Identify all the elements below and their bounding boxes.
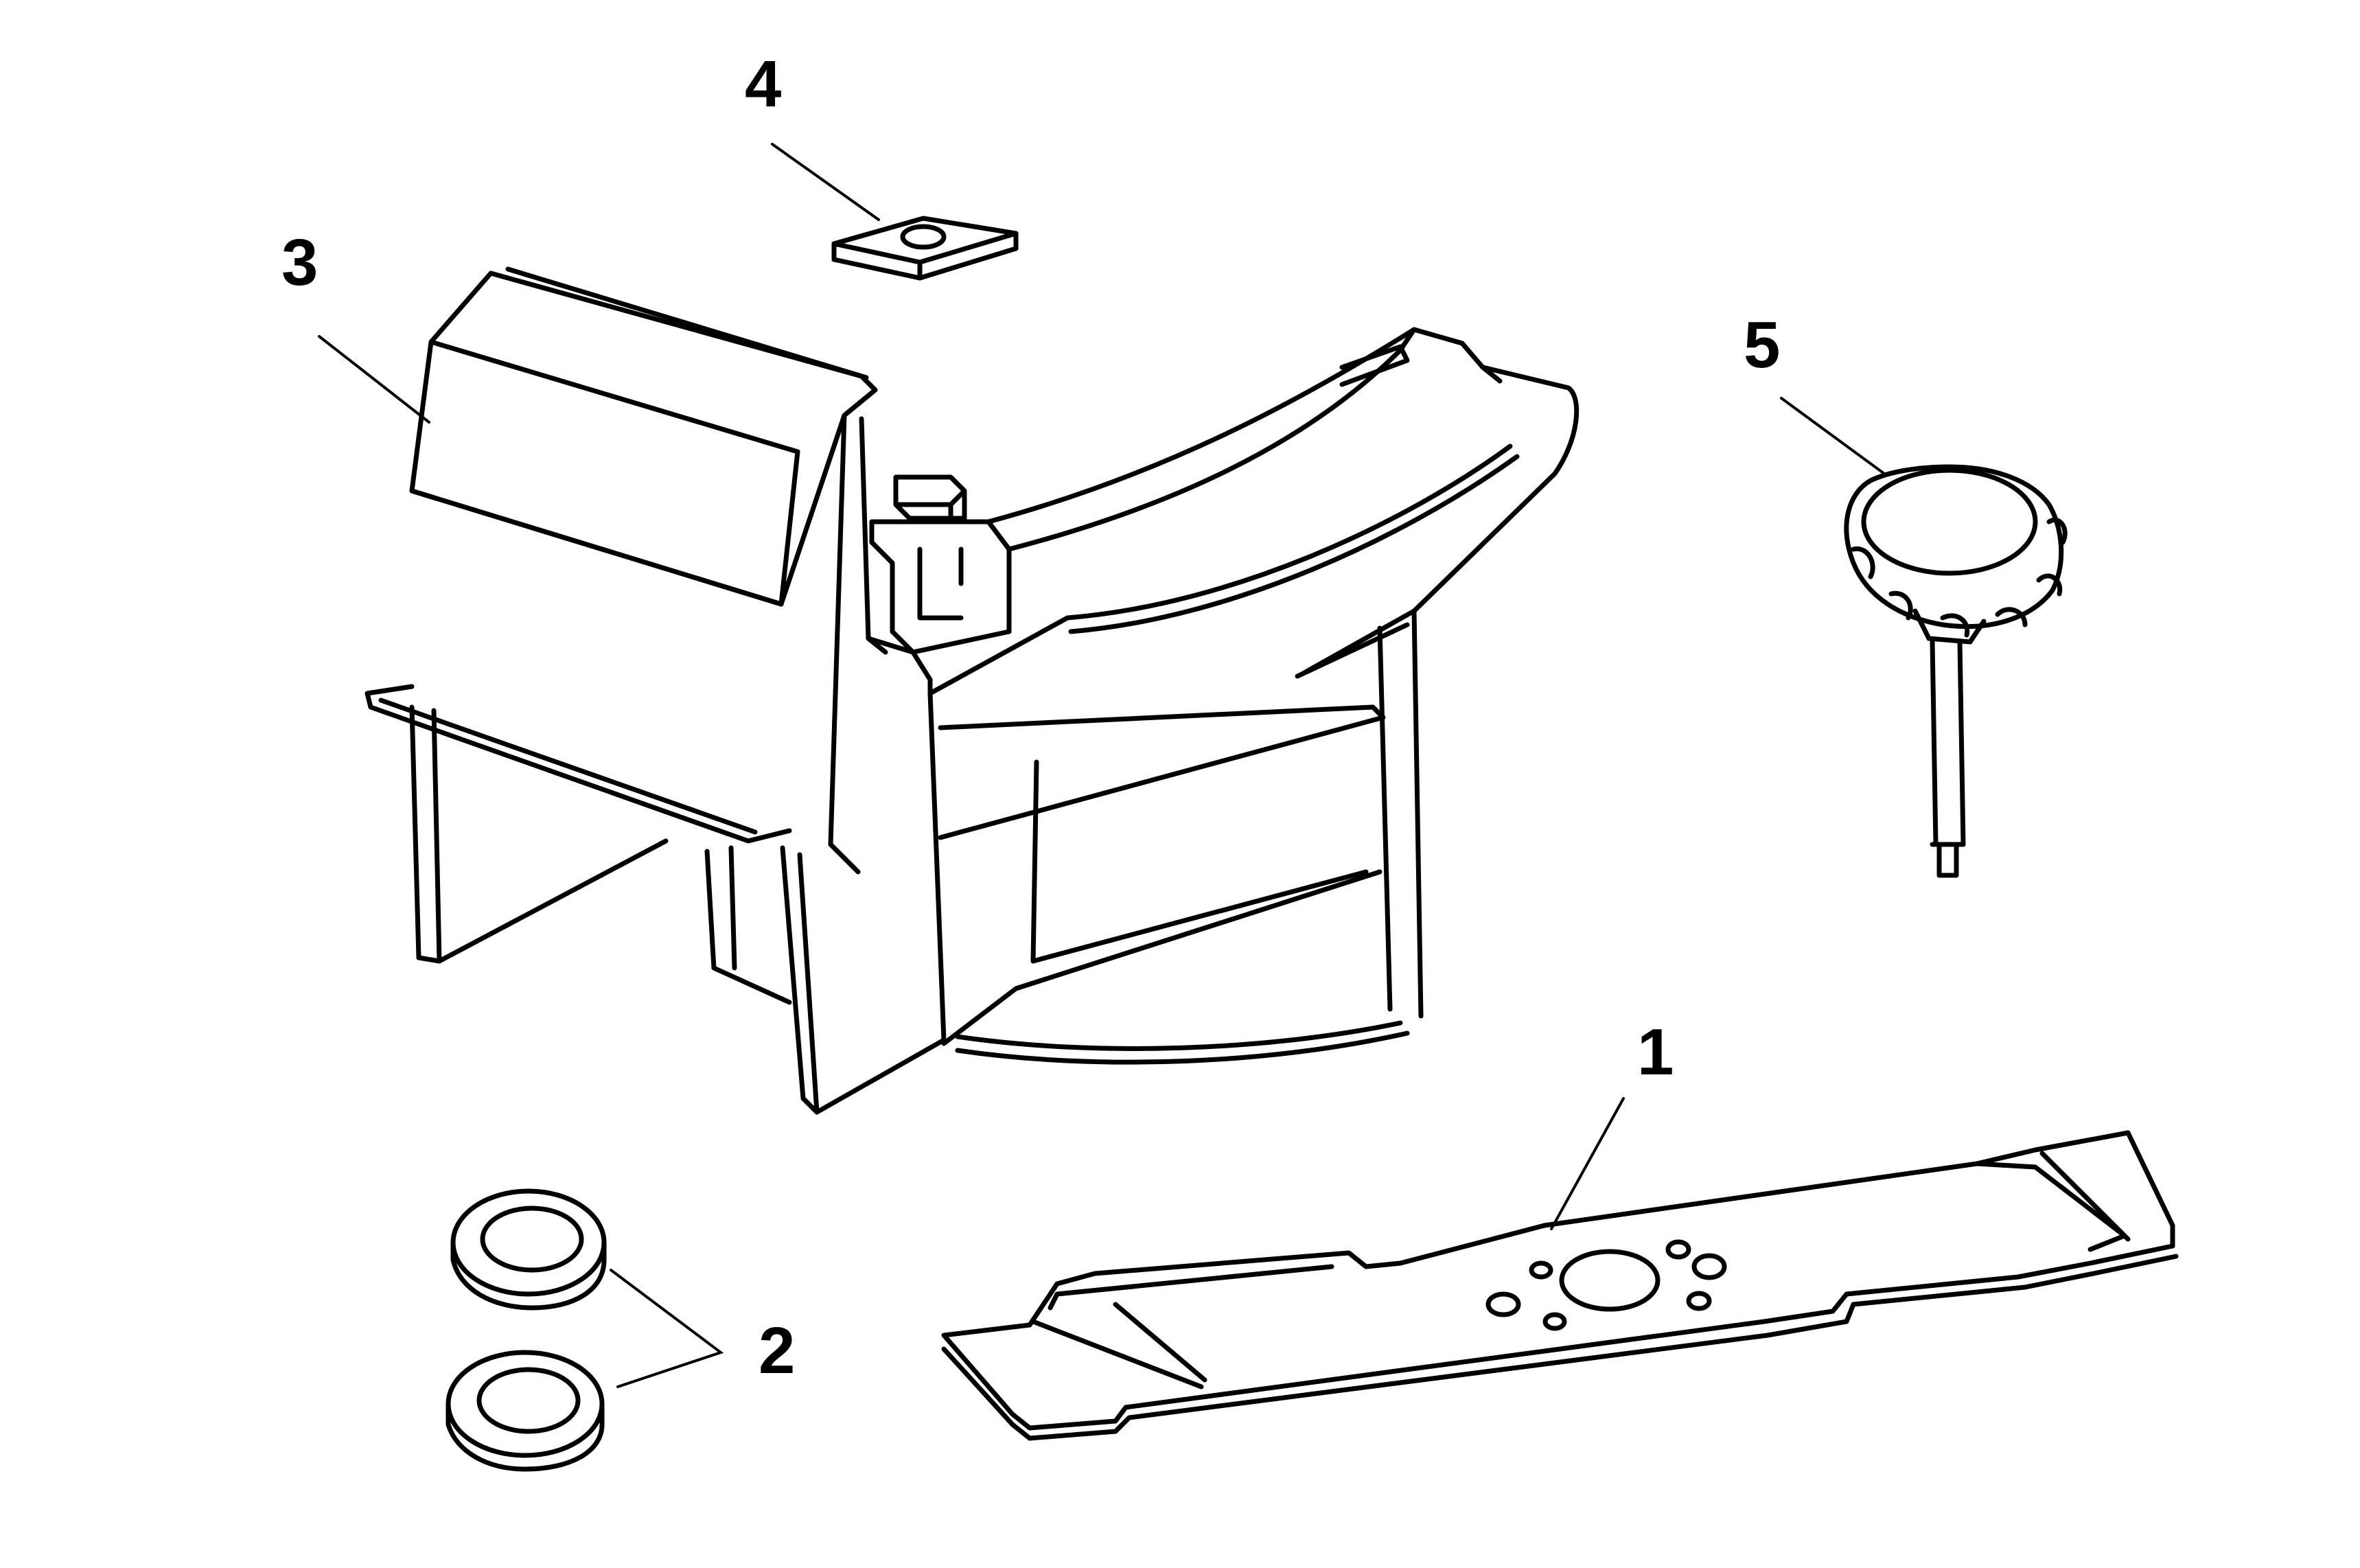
leader-line-1	[1550, 1097, 1625, 1230]
callout-1: 1	[1637, 1015, 1674, 1089]
grass-deflector-housing-icon	[365, 266, 1580, 1115]
callout-2: 2	[759, 1314, 795, 1387]
square-washer-icon	[831, 216, 1019, 281]
leader-line-4	[771, 143, 880, 221]
callout-4: 4	[745, 47, 781, 121]
leader-line-3	[318, 335, 430, 424]
leader-lines	[318, 143, 1886, 1388]
leader-line-5	[1780, 397, 1886, 475]
spacer-washers-icon	[446, 1188, 607, 1472]
callout-5: 5	[1744, 308, 1780, 382]
mower-blade-icon	[941, 1130, 2179, 1441]
star-knob-icon	[1844, 464, 2068, 878]
leader-line-2	[610, 1269, 724, 1388]
callout-3: 3	[281, 226, 318, 299]
